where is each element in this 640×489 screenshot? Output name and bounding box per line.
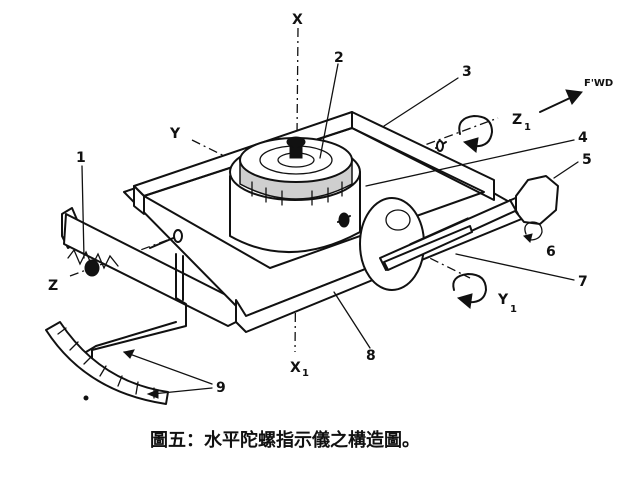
part-label-5: 5 [582,152,592,168]
axis-label-y-right: Y [497,292,509,308]
adjust-knob-neck [509,199,519,215]
part-label-4: 4 [578,130,588,146]
part-labels: 1 2 3 4 5 6 7 8 9 [76,50,592,396]
axis-label-y-left: Y [169,126,181,142]
gyro-rotor [229,136,361,253]
leader-9a [123,351,213,385]
leader-5 [553,161,579,179]
axis-label-z-right: Z [512,112,522,128]
part-label-2: 2 [334,50,344,66]
forward-arrow: F'WD [539,78,613,113]
fastener-1 [67,248,119,277]
rotor-ring-stripes [251,181,343,206]
part-label-9: 9 [216,380,226,396]
leader-8 [333,291,371,349]
mounting-bracket [61,207,237,369]
axis-label-x-top: X [292,12,303,28]
part-label-3: 3 [462,64,472,80]
leader-9b [151,387,213,395]
forward-arrow-head [565,89,583,105]
box-left-wall [133,185,145,215]
part-label-8: 8 [366,348,376,364]
pin-rear-end [338,212,350,228]
axis-label-z-right-sub: 1 [524,122,531,133]
pin-right-end [436,140,444,152]
fastener-knob [84,259,100,277]
forward-label: F'WD [584,78,613,89]
side-disc-hub [385,209,411,231]
side-mechanism [359,175,559,291]
arc-scale-ticks [57,327,155,399]
part-label-7: 7 [578,274,588,290]
axis-label-x-bottom-sub: 1 [302,368,309,379]
leader-4 [365,139,575,187]
y1-rotation-arrow [452,273,487,304]
small-arrow-head [523,233,533,243]
leader-9b-head [146,389,159,399]
leader-2 [319,63,339,159]
pin-left-end [173,229,183,243]
adjust-knob [515,175,559,225]
z1-arrow-head [462,137,479,153]
z1-rotation-arrow [458,115,493,148]
part-label-6: 6 [546,244,556,260]
axis-labels: X X 1 Y Y 1 Z Z 1 [48,12,531,379]
leader-lines [81,63,579,399]
arc-scale-dot [83,395,89,401]
small-rotation-arrow [524,221,543,241]
forward-arrow-shaft [539,97,571,113]
axis-label-y-right-sub: 1 [510,304,517,315]
slide-bar [383,225,473,271]
hanging-rod [91,253,187,369]
part-label-1: 1 [76,150,86,166]
rotor-knob-top [286,136,306,148]
y1-arrow-head [456,293,473,309]
pivot-pins [149,140,447,249]
leader-7 [455,253,575,281]
shaft-groove [409,217,469,245]
hanging-rod-foot [85,321,177,353]
box-right-wall [351,111,495,201]
axis-label-x-bottom: X [290,360,301,376]
leader-3 [383,77,459,127]
leader-9a-head [122,349,135,359]
figure-caption: 圖五：水平陀螺指示儀之構造圖。 [150,429,420,451]
rotation-arrows [452,115,543,309]
axis-label-z-left: Z [48,278,58,294]
bracket-rail [63,213,237,327]
leader-1 [81,165,85,259]
